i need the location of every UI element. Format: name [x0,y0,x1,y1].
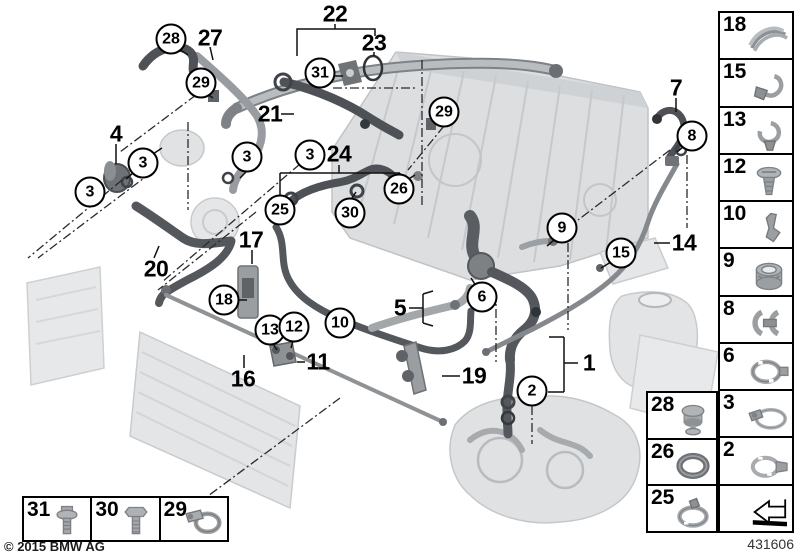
part-number: 29 [163,498,188,521]
callout-21[interactable]: 21 [257,100,283,127]
callout-22[interactable]: 22 [322,0,348,27]
part-cell-6[interactable]: 6 [720,343,792,392]
parts-column-secondary: 28 26 25 [646,391,718,533]
part-cell-9[interactable]: 9 [720,249,792,297]
part-number: 13 [723,107,747,131]
double-clamp-icon [747,305,791,341]
callout-31[interactable]: 31 [304,57,336,89]
part-number: 31 [27,498,51,521]
part-cell-25[interactable]: 25 [648,486,716,532]
callout-2[interactable]: 2 [516,375,548,407]
hose-guide-icon [747,21,791,57]
part-cell-30[interactable]: 30 [92,498,161,540]
part-number: 28 [651,393,675,416]
part-cell-18[interactable]: 18 [720,13,792,61]
callout-14[interactable]: 14 [671,229,697,256]
callout-16[interactable]: 16 [230,365,256,392]
water-pump [449,395,641,524]
callout-18[interactable]: 18 [208,284,240,316]
callout-4[interactable]: 4 [109,120,123,147]
part-cell-2[interactable]: 2 [720,438,792,486]
clamp-small-icon [747,447,791,483]
parts-column-main: 18 15 13 12 10 9 8 6 3 2 [718,11,794,533]
callout-10[interactable]: 10 [324,307,356,339]
callout-1[interactable]: 1 [582,349,596,376]
callout-26[interactable]: 26 [383,173,415,205]
part-number: 26 [651,439,675,463]
part-number: 3 [723,391,735,415]
callout-3[interactable]: 3 [127,147,159,179]
nav-arrow-icon [747,494,791,530]
spring-clip-icon [747,69,791,105]
torx-bolt-icon [45,503,89,539]
condenser [26,266,105,386]
part-cell-29[interactable]: 29 [160,498,227,540]
part-number: 8 [723,296,735,320]
callout-19[interactable]: 19 [461,362,487,389]
callout-20[interactable]: 20 [143,255,169,282]
part-cell-3[interactable]: 3 [720,391,792,439]
dash-dot-lines [27,60,688,497]
part-number: 6 [723,343,735,367]
hoses [103,42,688,439]
callout-11[interactable]: 11 [306,348,330,375]
part-number: 9 [723,249,735,273]
holder-clip-icon [747,210,791,246]
callout-13[interactable]: 13 [254,314,286,346]
part-cell-arrow[interactable] [720,485,792,531]
hose-clamp-icon [747,352,791,388]
expanding-rivet-icon [747,163,791,199]
callout-9[interactable]: 9 [546,212,578,244]
part-number: 12 [723,154,747,178]
diagram-number: 431606 [747,536,794,552]
callout-27[interactable]: 27 [197,24,223,51]
part-cell-31[interactable]: 31 [24,498,93,540]
o-ring-icon [671,447,715,483]
blind-plug-icon [671,401,715,437]
thermostat-housing [159,129,240,247]
band-clamp-icon [747,399,791,435]
callout-24[interactable]: 24 [326,140,352,167]
callout-30[interactable]: 30 [334,197,366,229]
radiator [129,330,301,510]
union-nut-icon [747,258,791,294]
callout-28[interactable]: 28 [155,23,187,55]
part-number: 18 [723,13,747,36]
part-cell-28[interactable]: 28 [648,393,716,440]
part-number: 10 [723,202,747,226]
callout-3[interactable]: 3 [294,139,326,171]
callout-3[interactable]: 3 [74,176,106,208]
part-cell-8[interactable]: 8 [720,296,792,344]
callout-5[interactable]: 5 [393,294,407,321]
callout-15[interactable]: 15 [605,237,637,269]
part-number: 30 [95,498,119,521]
callout-23[interactable]: 23 [361,29,387,56]
callout-17[interactable]: 17 [238,226,264,253]
part-number: 15 [723,60,747,84]
cable-clip-icon [747,116,791,152]
hex-bolt-icon [114,503,158,539]
callout-3[interactable]: 3 [231,141,263,173]
callout-25[interactable]: 25 [264,194,296,226]
callout-6[interactable]: 6 [466,281,498,313]
part-cell-12[interactable]: 12 [720,154,792,203]
part-number: 2 [723,438,735,462]
clamp-tab-icon [671,494,715,530]
callout-29[interactable]: 29 [185,67,217,99]
callout-8[interactable]: 8 [676,120,708,152]
copyright-text: © 2015 BMW AG [4,539,105,554]
part-cell-13[interactable]: 13 [720,107,792,155]
part-cell-10[interactable]: 10 [720,202,792,250]
part-cell-15[interactable]: 15 [720,60,792,108]
part-cell-26[interactable]: 26 [648,439,716,487]
legend-row: 31 30 29 [22,496,229,542]
worm-clamp-icon [182,503,226,539]
part-number: 25 [651,486,675,510]
callout-29[interactable]: 29 [428,96,460,128]
callout-7[interactable]: 7 [669,74,683,101]
callout-12[interactable]: 12 [278,311,310,343]
